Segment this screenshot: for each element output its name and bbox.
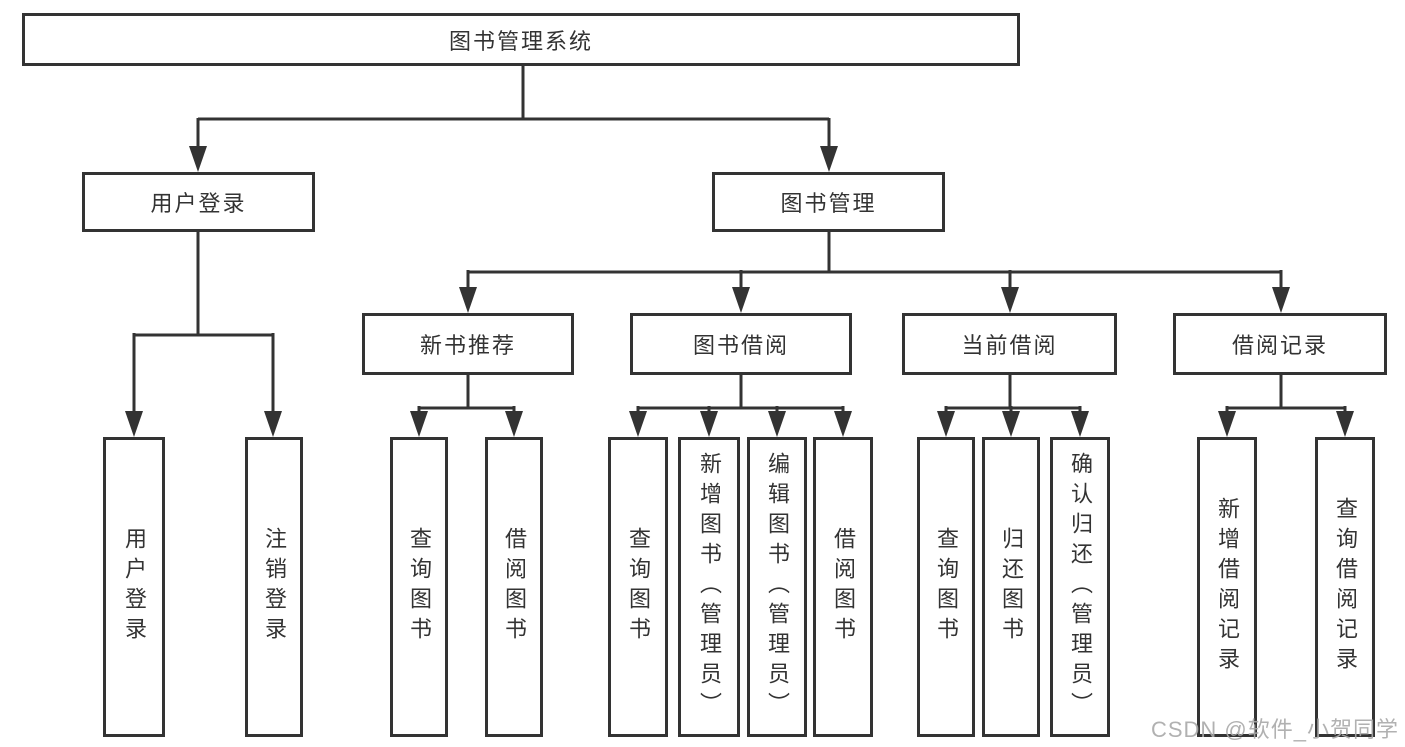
node-new-book-recommend: 新书推荐 — [362, 313, 574, 375]
leaf-query-books-recommend-label: 查询图书 — [407, 527, 432, 647]
leaf-confirm-return-admin: 确认归还（管理员） — [1050, 437, 1110, 737]
node-book-borrowing-label: 图书借阅 — [692, 333, 789, 358]
node-borrowing-records-label: 借阅记录 — [1231, 333, 1328, 358]
node-current-borrowing-label: 当前借阅 — [961, 333, 1058, 358]
leaf-add-book-admin: 新增图书（管理员） — [678, 437, 740, 737]
leaf-query-borrow-record-label: 查询借阅记录 — [1333, 497, 1358, 677]
node-book-borrowing: 图书借阅 — [630, 313, 852, 375]
leaf-confirm-return-admin-label: 确认归还（管理员） — [1068, 452, 1093, 722]
watermark: CSDN @软件_小贺同学 — [1150, 717, 1399, 742]
leaf-borrow-books-label: 借阅图书 — [831, 527, 856, 647]
leaf-borrow-books: 借阅图书 — [813, 437, 873, 737]
leaf-return-books: 归还图书 — [982, 437, 1040, 737]
leaf-query-books-borrow: 查询图书 — [608, 437, 668, 737]
node-borrowing-records: 借阅记录 — [1173, 313, 1387, 375]
node-book-management: 图书管理 — [712, 172, 945, 232]
leaf-add-book-admin-label: 新增图书（管理员） — [697, 452, 722, 722]
leaf-edit-book-admin-label: 编辑图书（管理员） — [765, 452, 790, 722]
leaf-add-borrow-record-label: 新增借阅记录 — [1215, 497, 1240, 677]
node-book-management-label: 图书管理 — [780, 191, 877, 216]
leaf-borrow-books-recommend-label: 借阅图书 — [502, 527, 527, 647]
leaf-logout-label: 注销登录 — [262, 527, 287, 647]
leaf-user-login-label: 用户登录 — [122, 527, 147, 647]
node-current-borrowing: 当前借阅 — [902, 313, 1117, 375]
leaf-borrow-books-recommend: 借阅图书 — [485, 437, 543, 737]
leaf-user-login: 用户登录 — [103, 437, 165, 737]
node-root: 图书管理系统 — [22, 13, 1020, 66]
leaf-query-books-recommend: 查询图书 — [390, 437, 448, 737]
leaf-query-borrow-record: 查询借阅记录 — [1315, 437, 1375, 737]
leaf-logout: 注销登录 — [245, 437, 303, 737]
node-new-book-recommend-label: 新书推荐 — [419, 333, 516, 358]
leaf-query-books-borrow-label: 查询图书 — [626, 527, 651, 647]
leaf-query-books-current: 查询图书 — [917, 437, 975, 737]
leaf-return-books-label: 归还图书 — [999, 527, 1024, 647]
leaf-add-borrow-record: 新增借阅记录 — [1197, 437, 1257, 737]
node-user-login: 用户登录 — [82, 172, 315, 232]
node-user-login-label: 用户登录 — [150, 191, 247, 216]
node-root-label: 图书管理系统 — [448, 28, 593, 54]
leaf-edit-book-admin: 编辑图书（管理员） — [747, 437, 807, 737]
leaf-query-books-current-label: 查询图书 — [934, 527, 959, 647]
